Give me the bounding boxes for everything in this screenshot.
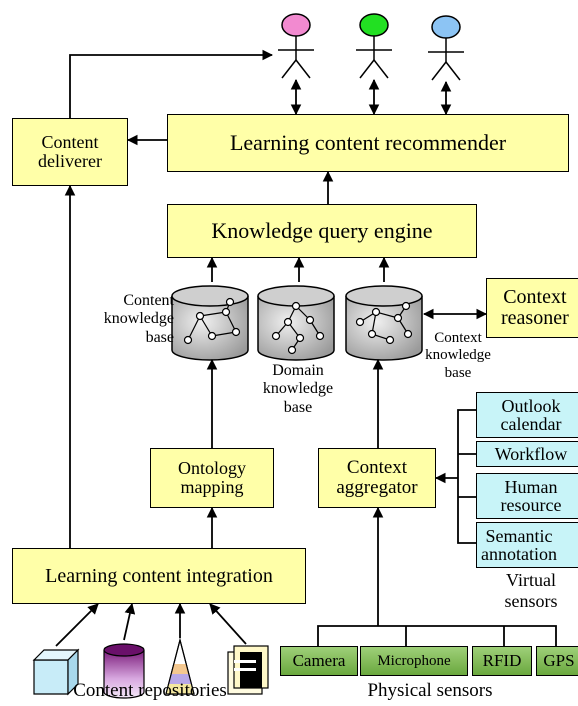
physical-sensor-gps: GPS bbox=[536, 646, 578, 676]
document-stack-icon bbox=[227, 645, 269, 695]
content-repositories-label: Content repositories bbox=[73, 680, 227, 701]
layered-pyramid-icon bbox=[165, 637, 195, 695]
repo4-to-integration bbox=[209, 603, 247, 645]
virtual-sensor-human-resource: Human resource bbox=[476, 473, 578, 519]
physical-sensor-bracket bbox=[317, 625, 557, 652]
repo2-to-integration bbox=[123, 602, 136, 641]
context-reasoner-box: Context reasoner bbox=[486, 278, 578, 338]
content-deliverer-box: Content deliverer bbox=[12, 118, 128, 186]
context-aggregator-box: Context aggregator bbox=[318, 448, 436, 508]
context-kb-label: Context knowledge base bbox=[425, 330, 491, 381]
content-kb-label: Content knowledge base bbox=[103, 292, 174, 346]
deliverer-to-users-connector bbox=[69, 49, 274, 118]
user-figures bbox=[278, 13, 464, 81]
virtual-sensors-label: Virtual sensors bbox=[504, 570, 558, 611]
domain-kb-cylinder bbox=[257, 285, 335, 361]
user-figure-pink bbox=[278, 13, 314, 79]
cube-icon bbox=[32, 648, 80, 696]
connectors bbox=[55, 49, 557, 652]
knowledge-base-cylinders bbox=[171, 285, 423, 361]
physical-sensor-rfid: RFID bbox=[472, 646, 532, 676]
user-head bbox=[431, 15, 461, 39]
user-head bbox=[359, 13, 389, 37]
physical-sensors-label: Physical sensors bbox=[367, 680, 493, 701]
domain-kb-label: Domain knowledge base bbox=[262, 362, 334, 416]
repository-icons bbox=[32, 637, 269, 699]
repo1-to-integration bbox=[55, 603, 99, 647]
virtual-sensor-workflow: Workflow bbox=[476, 441, 578, 467]
physical-sensor-camera: Camera bbox=[280, 646, 358, 676]
ontology-mapping-box: Ontology mapping bbox=[150, 448, 274, 508]
knowledge-query-engine-box: Knowledge query engine bbox=[167, 204, 477, 258]
context-kb-cylinder bbox=[345, 285, 423, 361]
user-figure-green bbox=[356, 13, 392, 79]
database-cylinder-icon bbox=[103, 643, 145, 699]
virtual-sensor-outlook-calendar: Outlook calendar bbox=[476, 392, 578, 438]
learning-content-recommender-box: Learning content recommender bbox=[167, 114, 569, 172]
content-kb-cylinder bbox=[171, 285, 249, 361]
learning-content-integration-box: Learning content integration bbox=[12, 548, 306, 604]
user-figure-blue bbox=[428, 15, 464, 81]
virtual-sensor-semantic-annotation: Semantic annotation bbox=[476, 522, 578, 568]
physical-sensor-microphone: Microphone bbox=[360, 646, 468, 676]
virtual-sensor-bracket bbox=[457, 409, 476, 544]
user-head bbox=[281, 13, 311, 37]
